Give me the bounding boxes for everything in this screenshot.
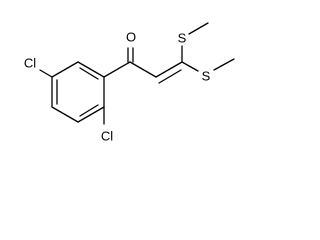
bond-sulfur-lower-methyl xyxy=(213,58,235,71)
benzene-ring xyxy=(51,61,105,123)
atom-sulfur-lower: S xyxy=(202,69,211,84)
bond-carbonyl-vinyl xyxy=(129,61,157,78)
bond-vinyl-double-1 xyxy=(155,61,183,78)
ring-bond-3 xyxy=(51,106,79,123)
bond-vinyl-double-2 xyxy=(158,69,182,84)
bond-ring-cl-left xyxy=(39,69,53,78)
molecule-svg: O S S Cl Cl xyxy=(24,22,235,144)
molecule-diagram: O S S Cl Cl xyxy=(24,22,235,144)
ring-bond-1 xyxy=(51,61,79,78)
ring-bond-6 xyxy=(77,61,105,78)
atom-sulfur-upper: S xyxy=(178,31,187,46)
ring-bond-4 xyxy=(77,106,105,123)
atom-chlorine-ring-bottom: Cl xyxy=(101,129,113,144)
ring-double-bond-inner-1 xyxy=(79,67,99,80)
atom-chlorine-ring-left: Cl xyxy=(24,56,36,71)
bond-vinyl-sulfur-lower xyxy=(181,61,199,72)
ring-double-bond-inner-3 xyxy=(79,104,99,117)
bond-sulfur-upper-methyl xyxy=(188,22,209,35)
bond-ring-carbonyl xyxy=(103,61,131,78)
atom-carbonyl-oxygen: O xyxy=(126,30,136,45)
